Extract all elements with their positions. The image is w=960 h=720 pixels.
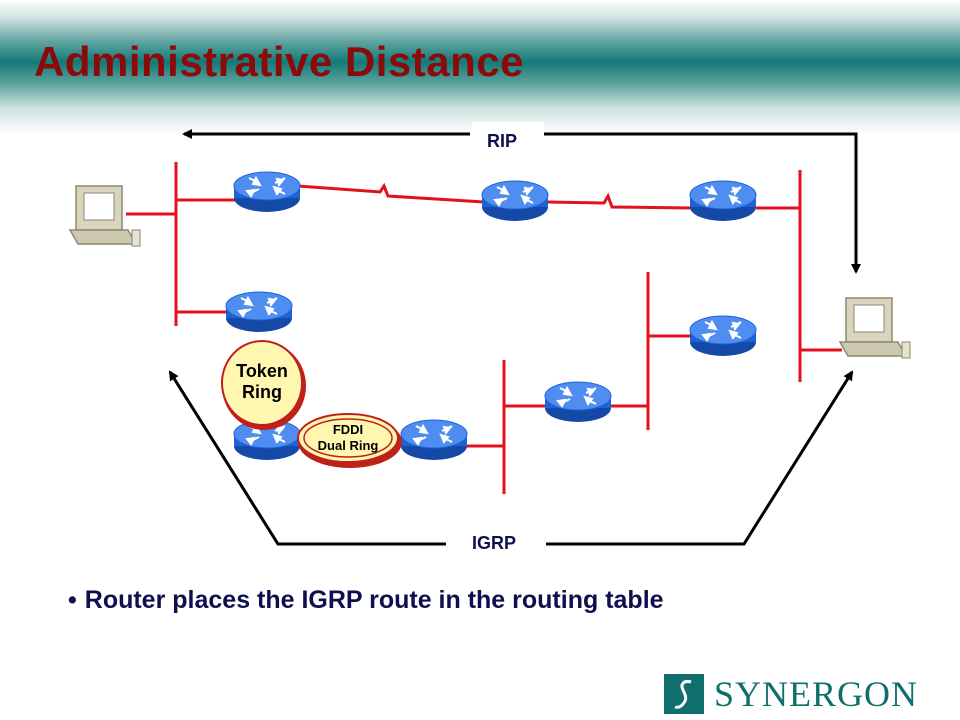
header-band [0, 0, 960, 140]
logo-mark-icon [664, 674, 704, 714]
igrp-label: IGRP [472, 533, 516, 553]
token-ring-label-2: Ring [242, 382, 282, 402]
pc-icon [69, 185, 141, 247]
router-icon [544, 381, 612, 423]
router-icon [400, 419, 468, 461]
igrp-path-right [546, 370, 854, 546]
rip-label: RIP [487, 131, 517, 151]
router-icon [225, 291, 293, 333]
bullet-point: •Router places the IGRP route in the rou… [68, 586, 664, 615]
logo-text: SYNERGON [714, 674, 919, 714]
router-icon [233, 171, 301, 213]
bullet-dot: • [68, 586, 77, 614]
token-ring-label-1: Token [236, 361, 288, 381]
page-title: Administrative Distance [34, 38, 524, 85]
igrp-path-left [168, 370, 446, 546]
fddi-label-2: Dual Ring [318, 438, 379, 453]
router-icon [689, 180, 757, 222]
bullet-text: Router places the IGRP route in the rout… [84, 586, 664, 614]
network-links [126, 162, 842, 494]
token-ring-icon: Token Ring [221, 340, 306, 430]
pc-icon [839, 297, 911, 359]
router-icon [481, 180, 549, 222]
company-logo: SYNERGON [664, 674, 918, 714]
fddi-ring-icon: FDDI Dual Ring [297, 413, 402, 468]
router-icon [689, 315, 757, 357]
fddi-label-1: FDDI [333, 422, 363, 437]
rip-path-right [544, 132, 861, 274]
